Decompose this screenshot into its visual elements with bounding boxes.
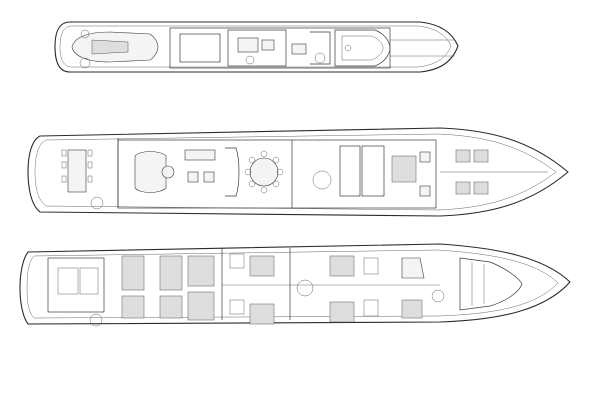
dining-table [249,157,279,187]
lower-deck-hull-outline [19,243,571,325]
guest-cabin-bed-1 [249,255,275,277]
guest-cabin-bed-2 [249,303,275,325]
saloon-sofa [134,151,167,193]
master-bed [391,155,417,183]
crew-bunk-4 [159,295,183,319]
main-deck-hull-outline [27,127,569,217]
helm-console [334,29,391,67]
aft-deck-table [67,149,87,193]
guest-cabin-bed-4 [329,301,355,323]
upper-deck-hull-outline [54,21,459,73]
crew-bunk-1 [121,255,145,291]
upper-deck [54,21,459,73]
vip-bed [401,299,423,319]
main-deck [27,127,569,217]
lower-deck [19,243,571,327]
guest-cabin-bed-3 [329,255,355,277]
crew-bunk-3 [121,295,145,319]
crew-bunk-2 [159,255,183,291]
